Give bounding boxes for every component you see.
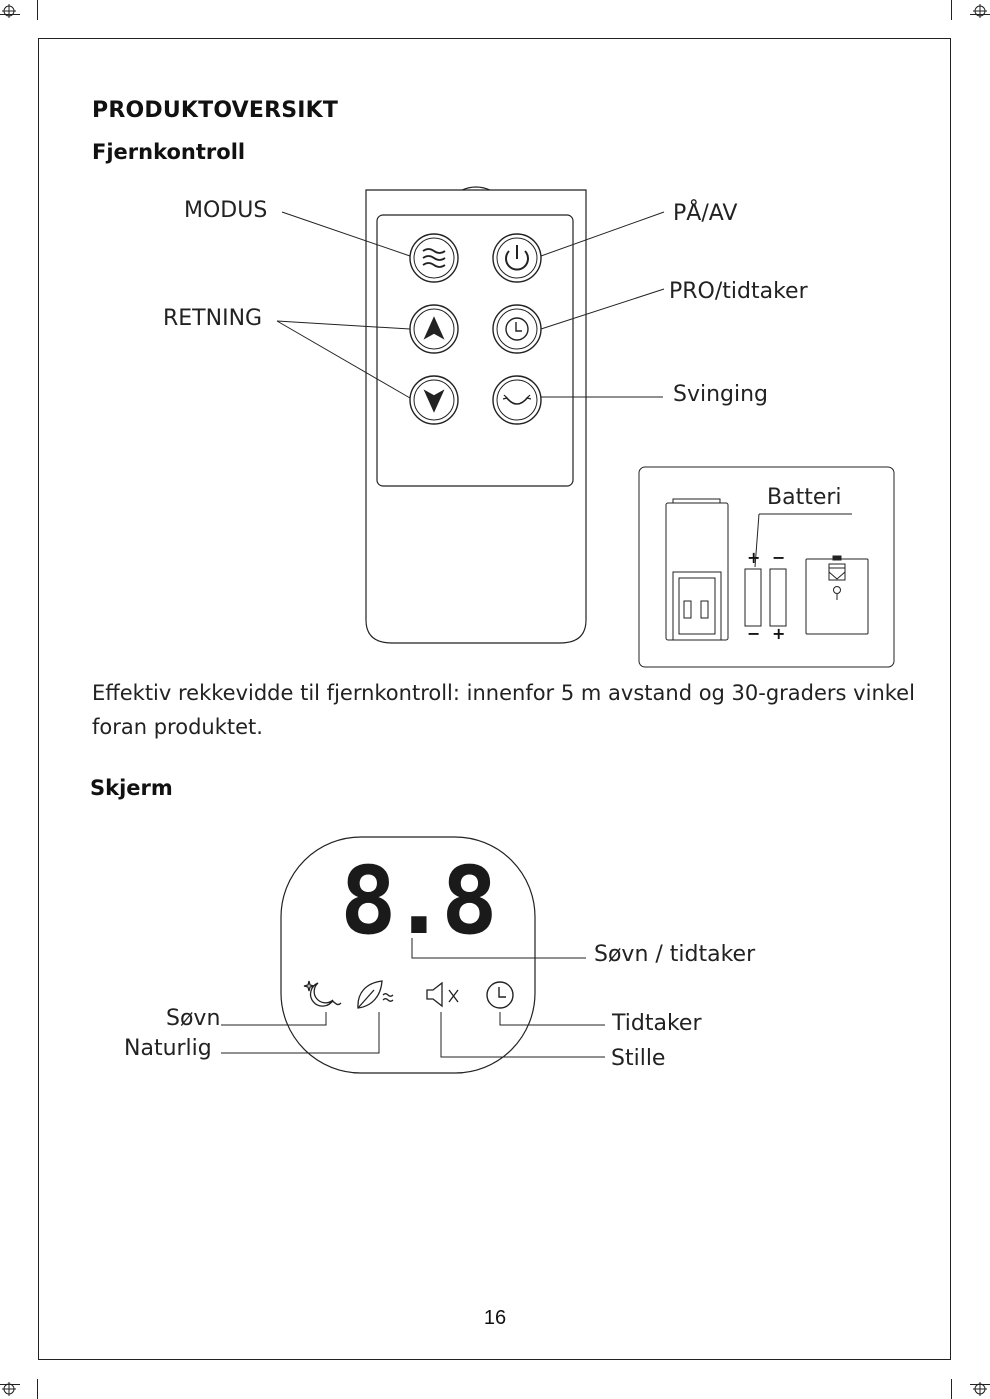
page-number: 16 bbox=[0, 1307, 990, 1330]
timer-icon bbox=[487, 982, 513, 1008]
label-natural: Naturlig bbox=[124, 1036, 212, 1061]
label-direction: RETNING bbox=[163, 306, 262, 331]
swing-button-icon bbox=[493, 376, 541, 424]
label-sleep-timer: Søvn / tidtaker bbox=[594, 942, 755, 967]
remote-leader-lines bbox=[277, 212, 664, 398]
label-silent: Stille bbox=[611, 1046, 665, 1071]
display-heading: Skjerm bbox=[90, 776, 173, 800]
label-swing: Svinging bbox=[673, 382, 768, 407]
label-mode: MODUS bbox=[184, 198, 267, 223]
section-title: PRODUKTOVERSIKT bbox=[92, 98, 338, 123]
label-battery: Batteri bbox=[767, 485, 842, 510]
label-power: PÅ/AV bbox=[673, 201, 737, 226]
direction-down-button-icon bbox=[410, 376, 458, 424]
display-readout: 8.8 bbox=[340, 852, 480, 952]
battery-minus-mark: − bbox=[772, 548, 785, 567]
label-pro-timer: PRO/tidtaker bbox=[669, 279, 808, 304]
mode-button-icon bbox=[410, 234, 458, 282]
sleep-mode-icon bbox=[304, 981, 341, 1006]
label-sleep: Søvn bbox=[166, 1006, 220, 1031]
natural-mode-icon bbox=[358, 981, 393, 1008]
battery-plus-mark: + bbox=[747, 548, 760, 567]
range-text: Effektiv rekkevidde til fjernkontroll: i… bbox=[92, 676, 922, 744]
remote-control-illustration bbox=[366, 187, 586, 643]
power-button-icon bbox=[493, 234, 541, 282]
battery-plus-mark: + bbox=[772, 624, 785, 643]
remote-heading: Fjernkontroll bbox=[92, 140, 245, 164]
silent-mode-icon bbox=[427, 983, 458, 1006]
label-timer: Tidtaker bbox=[612, 1011, 701, 1036]
pro-timer-button-icon bbox=[493, 305, 541, 353]
battery-minus-mark: − bbox=[747, 624, 760, 643]
direction-up-button-icon bbox=[410, 305, 458, 353]
